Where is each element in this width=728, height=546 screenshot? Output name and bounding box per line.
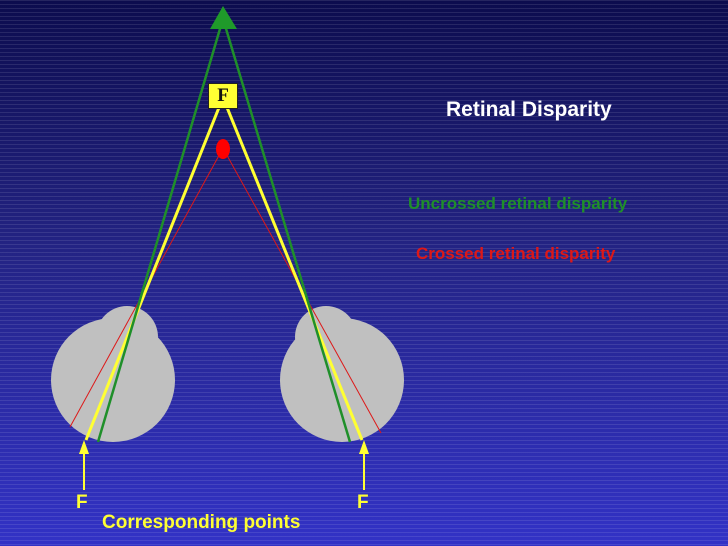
fixation-label-box: F	[208, 83, 238, 109]
right-eye	[280, 306, 404, 442]
right-eye-cornea	[295, 306, 357, 368]
fixation-line-right	[222, 99, 364, 441]
slide-title: Retinal Disparity	[446, 98, 612, 121]
right-corresponding-arrow-icon	[359, 440, 369, 490]
uncrossed-line-right	[222, 21, 352, 443]
fixation-line-left	[84, 99, 224, 441]
left-corresponding-point-label: F	[76, 492, 88, 513]
uncrossed-legend-label: Uncrossed retinal disparity	[408, 194, 628, 213]
near-target-dot-icon	[216, 139, 230, 159]
uncrossed-line-left	[96, 21, 224, 443]
corresponding-points-caption: Corresponding points	[102, 512, 301, 533]
right-corresponding-point-label: F	[357, 492, 369, 513]
crossed-legend-label: Crossed retinal disparity	[416, 244, 616, 263]
left-corresponding-arrow-icon	[79, 440, 89, 490]
far-target-triangle-icon	[210, 6, 237, 29]
